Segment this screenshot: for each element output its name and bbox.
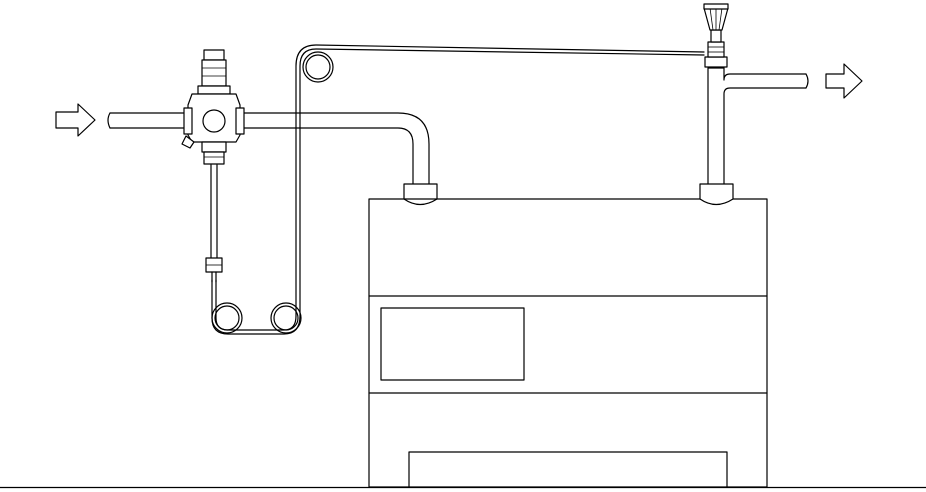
- thermostatic-valve-icon: [181, 49, 245, 165]
- control-panel-window: [380, 307, 525, 381]
- inlet-arrow-icon: [55, 103, 96, 137]
- outlet-arrow-icon: [825, 63, 863, 99]
- outlet-collar: [699, 183, 734, 206]
- boiler-body: [368, 198, 768, 488]
- access-door: [408, 451, 728, 488]
- capillary-line: [211, 44, 705, 335]
- air-vent-icon: [703, 3, 729, 68]
- inlet-collar: [403, 183, 438, 206]
- outlet-pipe: [707, 67, 809, 187]
- inlet-pipe: [107, 112, 430, 187]
- valve-capillary: [205, 164, 223, 283]
